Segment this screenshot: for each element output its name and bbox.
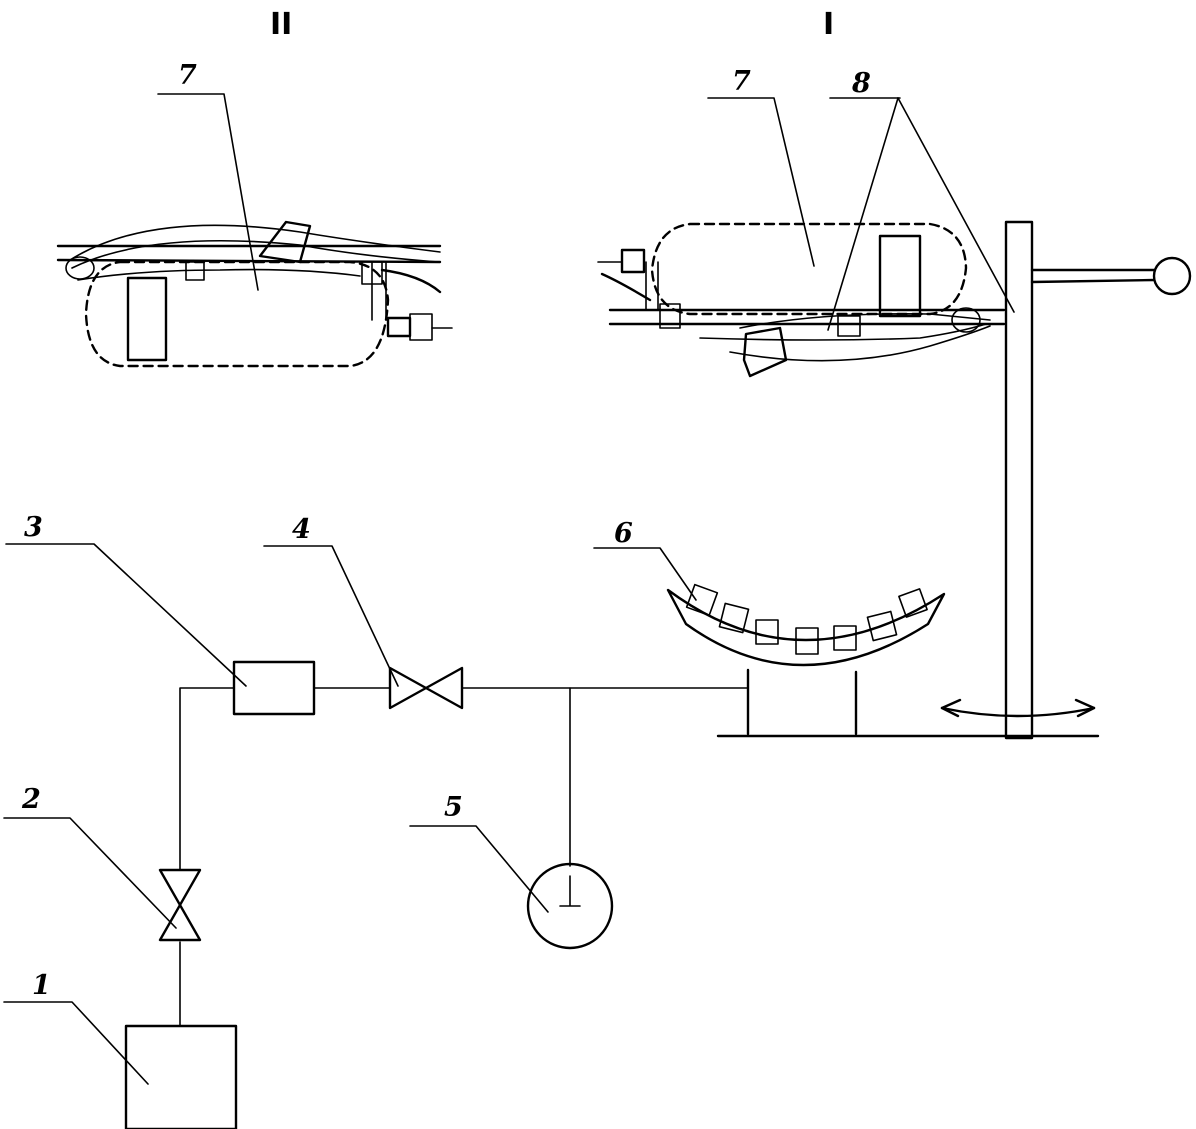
pipe-valve2-reducer — [179, 687, 235, 871]
rack-slot-2 — [718, 602, 750, 634]
cylinder-assembly-view-i — [597, 222, 1006, 378]
strap-block — [126, 276, 168, 362]
rack-arc — [666, 588, 946, 667]
counterweight-ball — [1152, 256, 1192, 296]
clamp-i-right — [837, 315, 861, 337]
rotation-arrow-right — [1074, 698, 1096, 718]
fixture-rods — [371, 261, 387, 321]
label-6: 6 — [614, 518, 633, 549]
source-tank — [124, 1024, 238, 1129]
leader-6 — [593, 547, 697, 601]
view-label-ii: II — [270, 7, 292, 42]
rotation-arrow-left — [940, 698, 962, 718]
valve-head-i — [620, 248, 646, 274]
supply-line — [124, 660, 749, 1129]
rack-slot-4 — [795, 627, 819, 655]
callout-7-view-ii: 7 — [157, 60, 259, 291]
fixture-rods-i — [645, 261, 659, 311]
callout-4: 4 — [263, 514, 399, 687]
leader-8-b — [897, 97, 1015, 313]
label-5: 5 — [444, 792, 463, 823]
stand-arm — [1030, 268, 1156, 284]
hose-upper — [69, 224, 441, 261]
hose-i-1 — [739, 312, 991, 329]
hose-middle — [71, 240, 439, 269]
label-1: 1 — [32, 970, 51, 1001]
label-8: 8 — [851, 68, 871, 99]
label-4: 4 — [292, 514, 311, 545]
rotation-arc — [940, 706, 1096, 718]
rack-pedestal — [746, 668, 858, 736]
stand-pole — [1004, 220, 1034, 740]
leader-7-view-ii — [157, 93, 259, 291]
rack-slot-5 — [833, 625, 857, 651]
leader-4 — [263, 545, 399, 687]
hose-lower — [77, 268, 361, 281]
hand-clamp-i — [742, 326, 788, 378]
callout-3: 3 — [5, 512, 247, 687]
valve-knob — [409, 313, 433, 341]
curved-rack — [666, 583, 1100, 738]
pressure-gauge — [526, 862, 614, 950]
hose-tail — [380, 268, 442, 294]
valve-head — [386, 316, 412, 338]
clamp-i-left — [659, 303, 681, 329]
gauge-needle — [559, 875, 581, 907]
label-3: 3 — [24, 512, 43, 543]
rack-slot-6 — [866, 610, 898, 642]
hose-coil — [65, 256, 95, 280]
leader-2 — [3, 817, 177, 929]
callout-8: 8 — [827, 68, 1015, 331]
label-7-view-i: 7 — [732, 66, 751, 97]
valve-2 — [158, 868, 202, 942]
cylinder-assembly-view-ii — [56, 220, 453, 368]
rack-slot-3 — [755, 619, 779, 645]
callout-7-view-i: 7 — [707, 66, 815, 267]
hand-clamp — [258, 220, 312, 264]
cylinder-outline — [84, 260, 390, 368]
callout-5: 5 — [409, 792, 549, 913]
label-7-view-ii: 7 — [178, 60, 197, 91]
callout-1: 1 — [3, 970, 149, 1085]
leader-8-a — [827, 97, 899, 331]
hose-tail-i — [600, 272, 652, 302]
callout-6: 6 — [593, 518, 697, 601]
leader-7-view-i — [707, 97, 815, 267]
reducer-3 — [232, 660, 316, 716]
callout-2: 2 — [3, 784, 177, 929]
valve-4 — [388, 666, 464, 710]
leader-3 — [5, 543, 247, 687]
hose-i-2 — [699, 323, 987, 341]
hose-i-3 — [729, 325, 991, 362]
clamp-left — [185, 261, 205, 281]
hose-coil-i — [951, 307, 981, 333]
strap-block-i — [878, 234, 922, 318]
view-label-i: I — [823, 7, 834, 42]
leader-5 — [409, 825, 549, 913]
rack-slot-7 — [898, 588, 928, 618]
rack-slot-1 — [685, 583, 719, 617]
label-2: 2 — [21, 784, 41, 815]
leader-1 — [3, 1001, 149, 1085]
rotating-stand — [940, 220, 1192, 740]
